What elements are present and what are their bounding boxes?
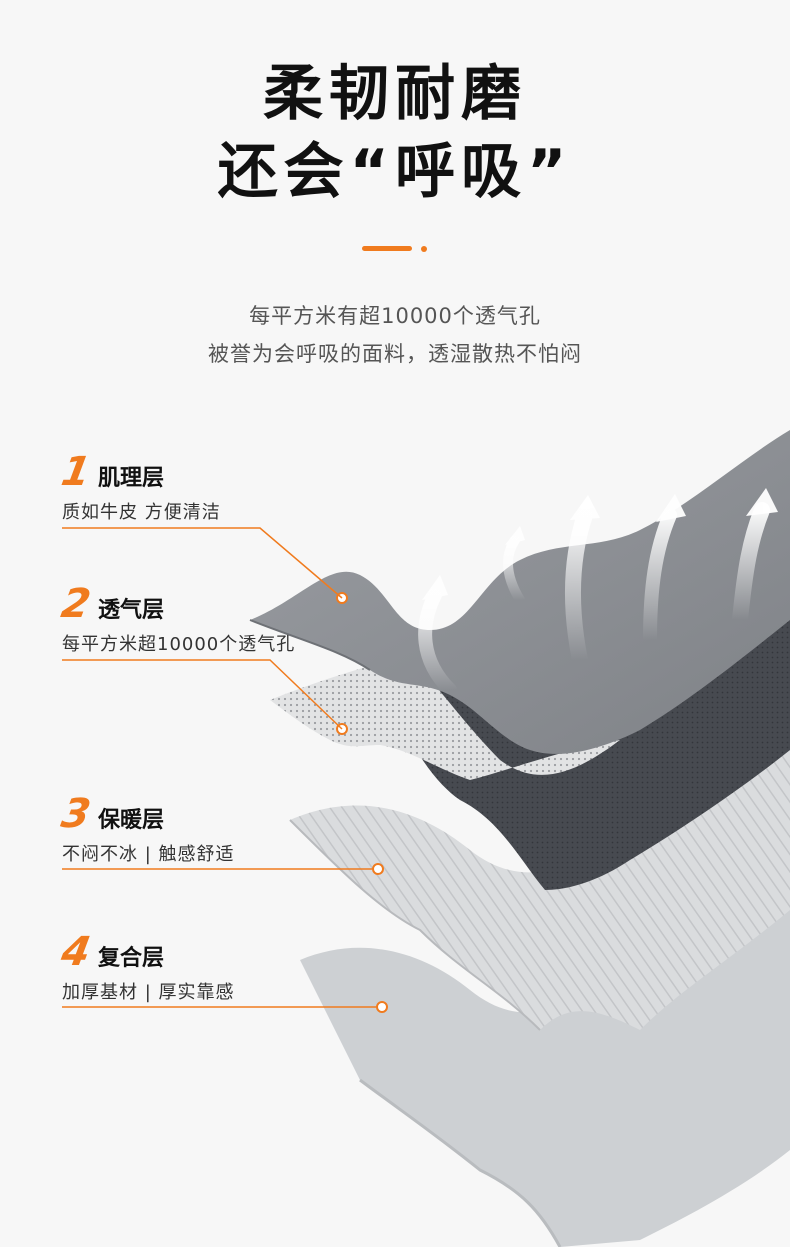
layer-number: 3 [57, 791, 94, 837]
subtitle-line-2: 被誉为会呼吸的面料，透湿散热不怕闷 [208, 342, 582, 366]
airflow-arrows [418, 502, 770, 697]
pointer-dot-4 [376, 1001, 388, 1013]
layer-description: 质如牛皮 方便清洁 [62, 502, 221, 523]
layer-2-breathable-mesh [270, 655, 620, 780]
subtitle-line-1: 每平方米有超10000个透气孔 [249, 304, 541, 328]
layer-title: 肌理层 [98, 466, 165, 491]
headline-line-2: 还会“呼吸” [217, 137, 573, 207]
layer-number: 2 [57, 581, 94, 627]
airflow-arrowheads [422, 488, 778, 600]
fabric-layers-illustration [62, 430, 790, 1247]
layer-label-1: 1 肌理层 质如牛皮 方便清洁 [58, 449, 221, 524]
layer-label-3: 3 保暖层 不闷不冰 | 触感舒适 [58, 791, 235, 866]
layer-label-4: 4 复合层 加厚基材 | 厚实靠感 [58, 929, 235, 1004]
layer-description: 不闷不冰 | 触感舒适 [62, 844, 235, 865]
leader-line-2 [62, 659, 343, 730]
layer-title: 复合层 [98, 946, 165, 971]
pointer-dot-3 [372, 863, 384, 875]
layer-number: 4 [57, 929, 94, 975]
accent-dash [362, 246, 412, 251]
layer-number: 1 [57, 449, 94, 495]
layer-label-2: 2 透气层 每平方米超10000个透气孔 [58, 581, 296, 656]
layer-title: 保暖层 [98, 808, 165, 833]
layer-description: 每平方米超10000个透气孔 [62, 634, 296, 655]
layer-description: 加厚基材 | 厚实靠感 [62, 982, 235, 1003]
accent-dot [421, 246, 427, 252]
headline-line-1: 柔韧耐磨 [263, 59, 527, 129]
leader-line-1 [62, 527, 343, 599]
layer-title: 透气层 [98, 598, 165, 623]
